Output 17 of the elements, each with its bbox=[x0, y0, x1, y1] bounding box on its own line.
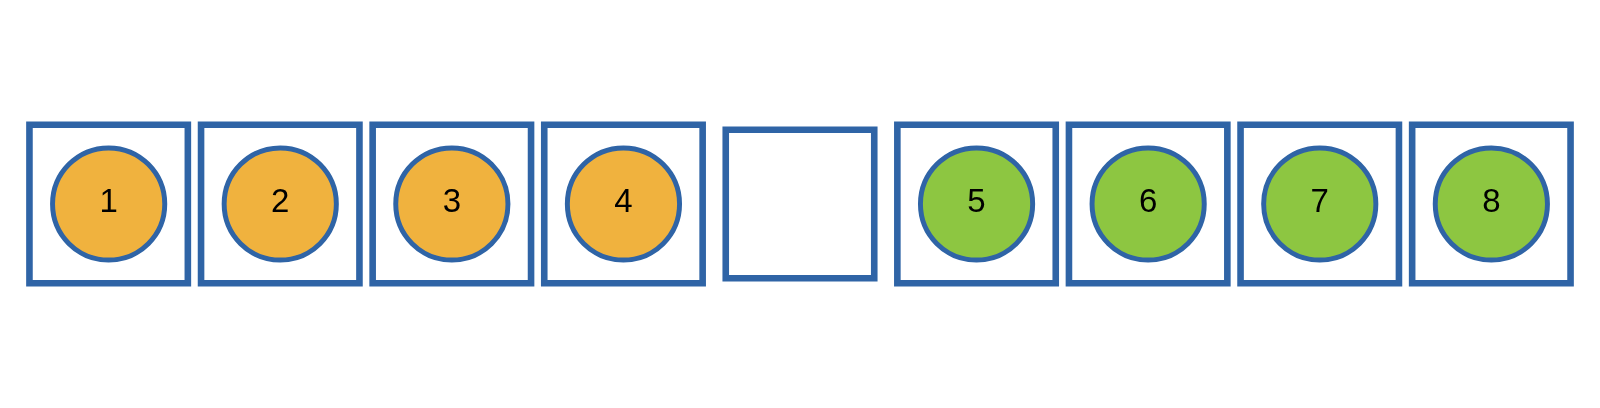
cluster bbox=[197, 121, 363, 287]
cluster bbox=[369, 121, 535, 287]
cluster bbox=[1408, 121, 1574, 287]
node-circle: 2 bbox=[221, 145, 339, 263]
node-circle: 7 bbox=[1261, 145, 1379, 263]
cluster bbox=[1065, 121, 1231, 287]
cluster bbox=[540, 121, 706, 287]
node-circle: 5 bbox=[917, 145, 1036, 263]
node-circle: 3 bbox=[393, 145, 511, 263]
node-circle: 8 bbox=[1432, 145, 1550, 263]
cluster bbox=[1237, 121, 1403, 287]
node-box bbox=[722, 126, 878, 282]
node-circle: 1 bbox=[50, 145, 168, 263]
cluster bbox=[894, 121, 1060, 287]
node-circle: 6 bbox=[1089, 145, 1207, 263]
cluster bbox=[26, 121, 192, 287]
node-circle: 4 bbox=[564, 145, 683, 263]
